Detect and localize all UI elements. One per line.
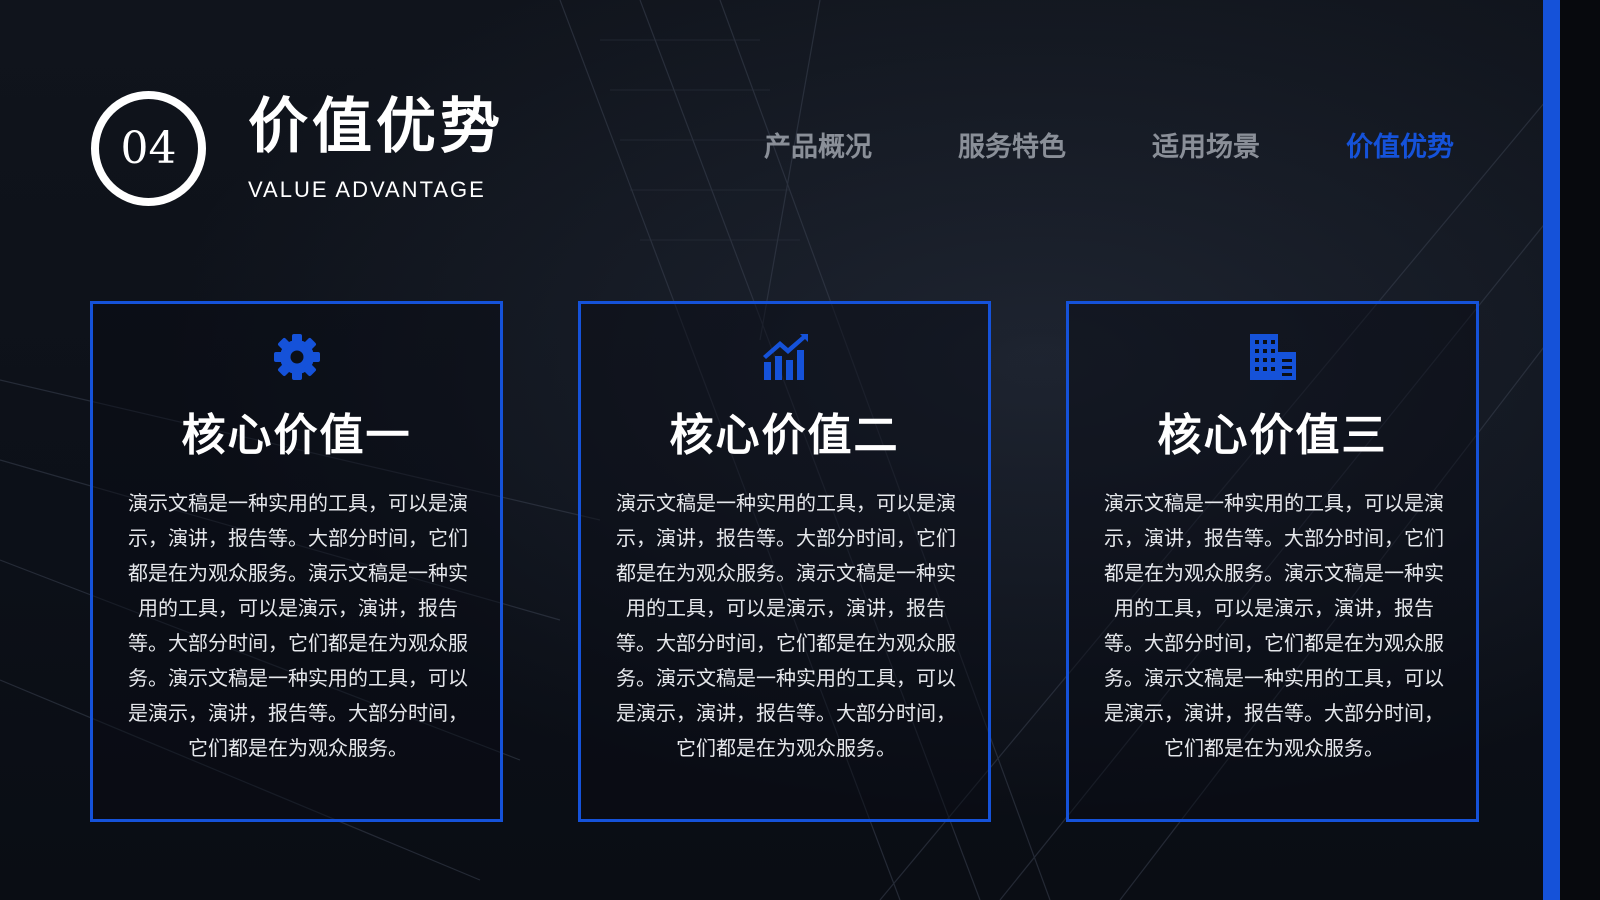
value-card-2: 核心价值二 演示文稿是一种实用的工具，可以是演示，演讲，报告等。大部分时间，它们… — [578, 301, 991, 822]
nav-item-product-overview[interactable]: 产品概况 — [764, 132, 872, 163]
value-card-1: 核心价值一 演示文稿是一种实用的工具，可以是演示，演讲，报告等。大部分时间，它们… — [90, 301, 503, 822]
right-edge-strip — [1560, 0, 1600, 900]
growth-chart-icon — [762, 334, 808, 380]
page-subtitle: VALUE ADVANTAGE — [248, 177, 486, 202]
card-description: 演示文稿是一种实用的工具，可以是演示，演讲，报告等。大部分时间，它们都是在为观众… — [128, 491, 468, 760]
gear-icon — [273, 334, 320, 380]
section-number-badge: 04 — [91, 91, 206, 206]
card-title: 核心价值一 — [181, 410, 412, 461]
card-description: 演示文稿是一种实用的工具，可以是演示，演讲，报告等。大部分时间，它们都是在为观众… — [616, 491, 956, 760]
accent-bar — [1543, 0, 1560, 900]
card-description: 演示文稿是一种实用的工具，可以是演示，演讲，报告等。大部分时间，它们都是在为观众… — [1104, 491, 1444, 760]
nav-item-use-cases[interactable]: 适用场景 — [1152, 132, 1260, 163]
nav-item-value-advantage[interactable]: 价值优势 — [1346, 132, 1454, 163]
section-number: 04 — [120, 123, 177, 174]
card-title: 核心价值三 — [1157, 410, 1388, 461]
building-icon — [1249, 334, 1296, 380]
value-card-3: 核心价值三 演示文稿是一种实用的工具，可以是演示，演讲，报告等。大部分时间，它们… — [1066, 301, 1479, 822]
nav-item-service-features[interactable]: 服务特色 — [958, 132, 1066, 163]
top-nav: 产品概况 服务特色 适用场景 价值优势 — [764, 128, 1540, 168]
page-title: 价值优势 — [248, 92, 504, 162]
card-title: 核心价值二 — [669, 410, 900, 461]
